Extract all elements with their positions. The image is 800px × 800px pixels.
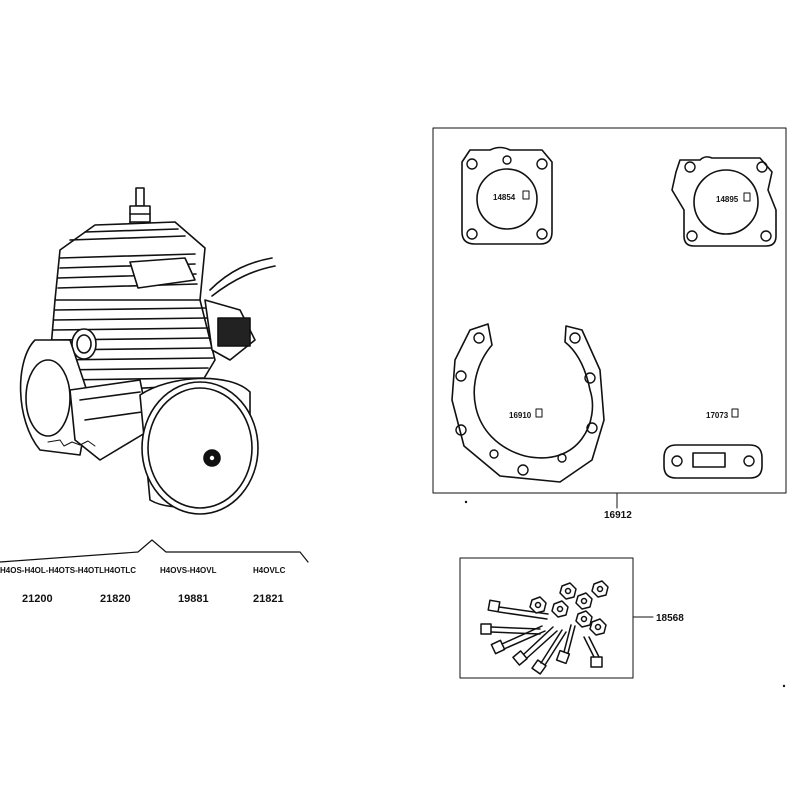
screw-nut-set-icon [480,580,609,675]
variant-model-4: H4OVLC [253,566,286,575]
exhaust-gasket: 17073 [663,408,763,479]
head-gasket: 14854 [461,146,553,245]
gasket-kit-box: 16912 [432,127,787,521]
screw-kit-box: 18568 [459,557,684,679]
gasket-kit-number: 16912 [604,510,632,521]
cylinder-gasket-number: 14895 [716,195,739,204]
variant-model-3: H4OVS-H4OVL [160,566,217,575]
variant-code-1: 21200 [22,593,53,605]
variant-code-2: 21820 [100,593,131,605]
variant-code-4: 21821 [253,593,284,605]
dot-mark [782,684,786,688]
variant-table: H4OS-H4OL-H4OTS-H4OTL H4OTLC H4OVS-H4OVL… [0,539,309,605]
screw-kit-number: 18568 [656,613,684,624]
cylinder-gasket: 14895 [671,156,777,247]
exhaust-gasket-number: 17073 [706,411,729,420]
variant-code-3: 19881 [178,593,209,605]
crankcase-gasket: 16910 [451,323,605,483]
head-gasket-number: 14854 [493,193,516,202]
variant-model-1: H4OS-H4OL-H4OTS-H4OTL [0,566,104,575]
dot-mark [464,500,468,504]
variant-model-2: H4OTLC [104,566,136,575]
engine-illustration-icon [19,187,276,515]
crankcase-gasket-number: 16910 [509,411,532,420]
